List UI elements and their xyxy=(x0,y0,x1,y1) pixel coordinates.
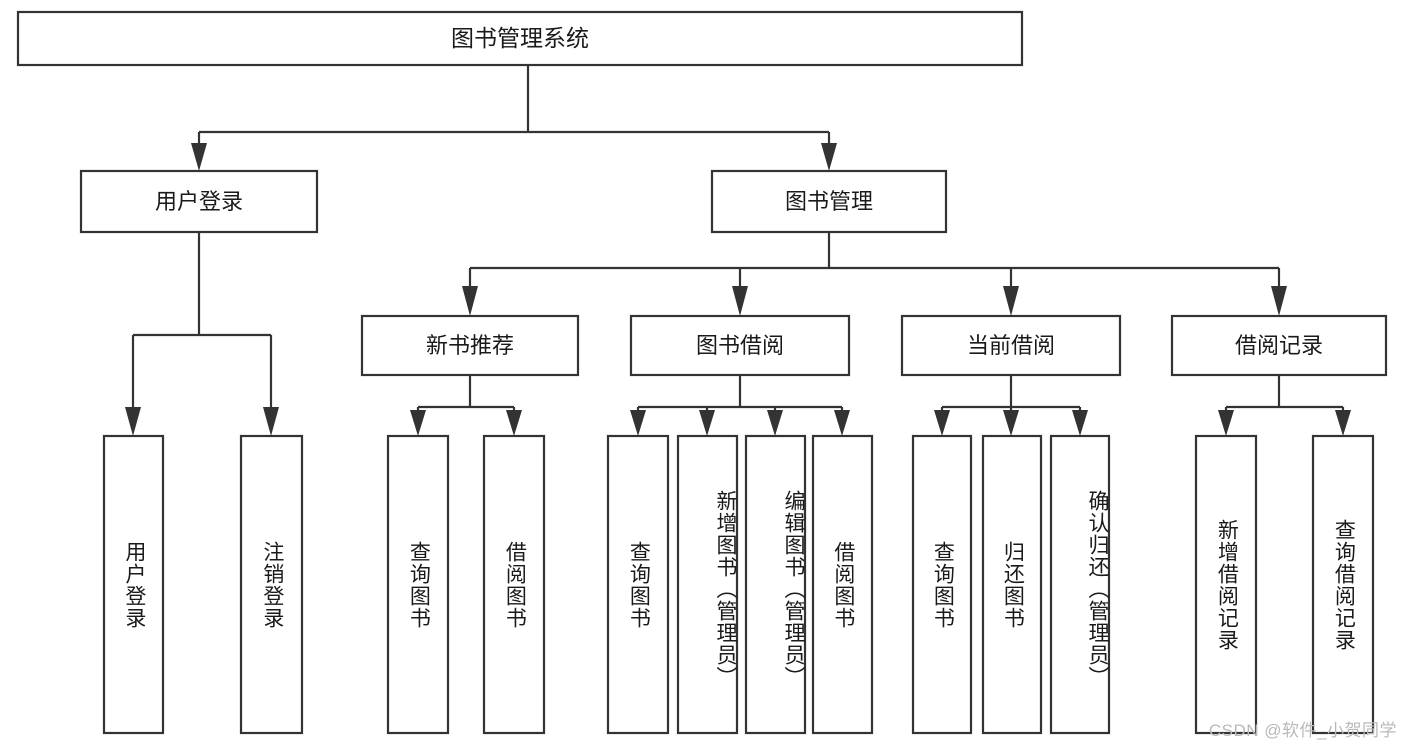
node-box-leaf-borrow-book-2[interactable] xyxy=(811,434,874,735)
arrow-head-leaf-edit-book xyxy=(767,410,783,436)
node-box-book-management[interactable] xyxy=(710,169,948,234)
node-box-leaf-confirm-return[interactable] xyxy=(1049,434,1111,735)
node-box-leaf-user-logout[interactable] xyxy=(239,434,304,735)
arrow-head-leaf-add-book xyxy=(699,410,715,436)
node-box-user-login[interactable] xyxy=(79,169,319,234)
node-box-leaf-return-book[interactable] xyxy=(981,434,1043,735)
connector-root-to-level2 xyxy=(191,65,837,171)
arrow-head-leaf-user-logout xyxy=(263,407,279,436)
arrow-head-leaf-borrow-book-1 xyxy=(506,410,522,436)
arrow-head-book-management xyxy=(821,143,837,171)
node-box-new-book-recommend[interactable] xyxy=(360,314,580,377)
arrow-head-book-borrow xyxy=(732,286,748,316)
node-box-book-borrow[interactable] xyxy=(629,314,851,377)
arrow-head-leaf-borrow-book-2 xyxy=(834,410,850,436)
connector-book-management-to-level3 xyxy=(462,232,1287,316)
node-box-leaf-user-login[interactable] xyxy=(102,434,165,735)
node-box-leaf-add-book[interactable] xyxy=(676,434,739,735)
arrow-head-leaf-query-book-1 xyxy=(410,410,426,436)
arrow-head-leaf-return-book xyxy=(1003,410,1019,436)
node-box-leaf-edit-book[interactable] xyxy=(744,434,807,735)
node-box-current-borrow[interactable] xyxy=(900,314,1122,377)
connector-current-borrow-to-leaves xyxy=(934,375,1088,436)
connector-book-borrow-to-leaves xyxy=(630,375,850,436)
node-box-leaf-query-book-3[interactable] xyxy=(911,434,973,735)
node-box-leaf-query-book-1[interactable] xyxy=(386,434,450,735)
node-box-leaf-borrow-book-1[interactable] xyxy=(482,434,546,735)
arrow-head-leaf-user-login xyxy=(125,407,141,436)
arrow-head-new-book-recommend xyxy=(462,286,478,316)
connector-new-book-recommend-to-leaves xyxy=(410,375,522,436)
arrow-head-leaf-query-book-3 xyxy=(934,410,950,436)
connector-borrow-record-to-leaves xyxy=(1218,375,1351,436)
arrow-head-current-borrow xyxy=(1003,286,1019,316)
arrow-head-user-login xyxy=(191,143,207,171)
node-box-root[interactable] xyxy=(16,10,1024,67)
node-box-borrow-record[interactable] xyxy=(1170,314,1388,377)
arrow-head-leaf-query-book-2 xyxy=(630,410,646,436)
connector-user-login-to-leaves xyxy=(125,232,279,436)
node-box-leaf-add-record[interactable] xyxy=(1194,434,1258,735)
arrow-head-leaf-add-record xyxy=(1218,410,1234,436)
arrow-head-leaf-confirm-return xyxy=(1072,410,1088,436)
arrow-head-borrow-record xyxy=(1271,286,1287,316)
arrow-head-leaf-query-record xyxy=(1335,410,1351,436)
watermark-text: CSDN @软件_小贺同学 xyxy=(1208,721,1397,740)
node-box-leaf-query-book-2[interactable] xyxy=(606,434,670,735)
node-box-leaf-query-record[interactable] xyxy=(1311,434,1375,735)
